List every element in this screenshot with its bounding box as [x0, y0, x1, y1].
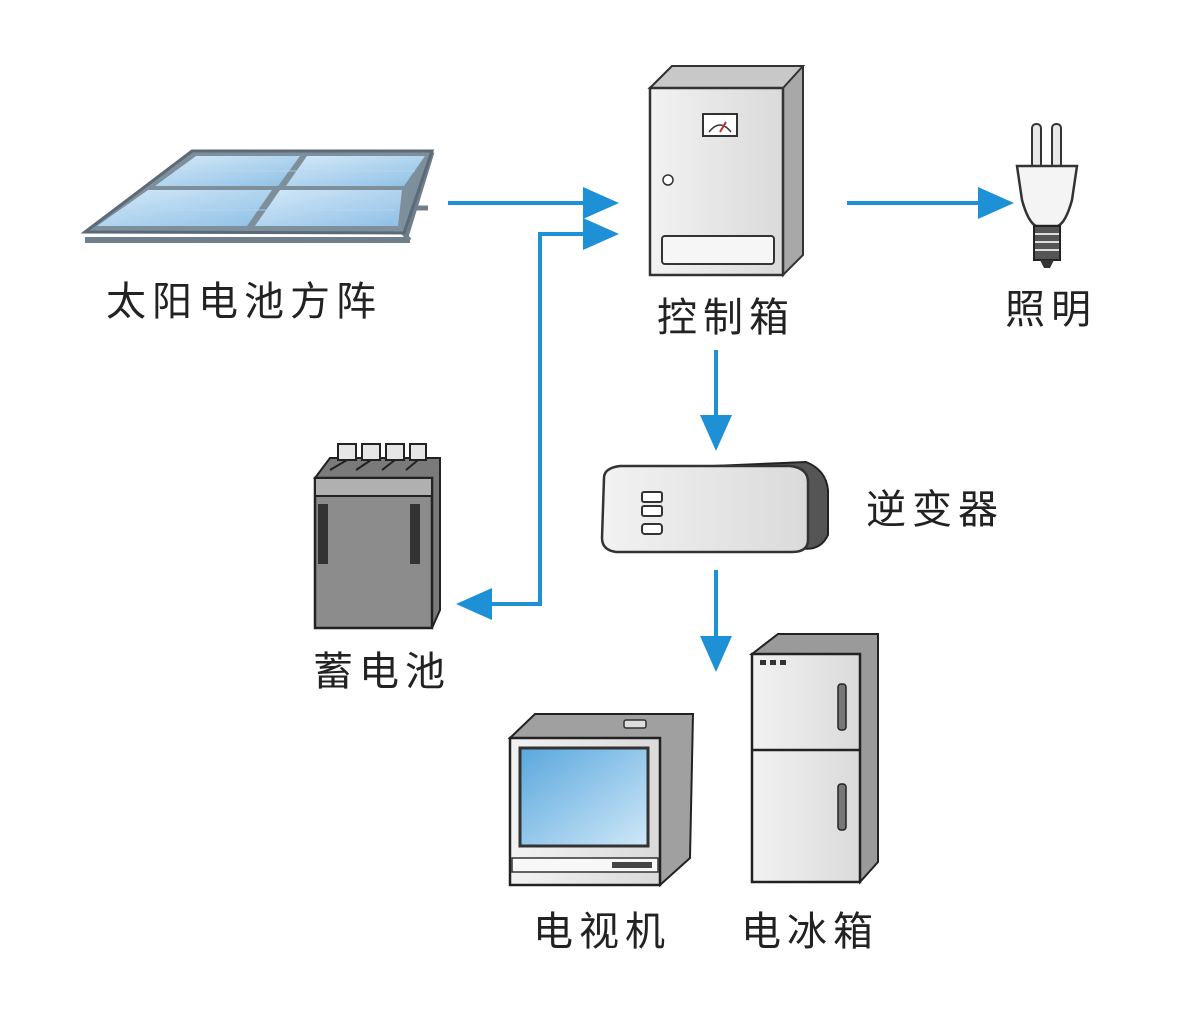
light-plug-icon [1015, 123, 1079, 268]
controller-label: 控制箱 [657, 295, 795, 341]
fridge-label: 电冰箱 [741, 909, 879, 955]
inverter-label: 逆变器 [866, 487, 1004, 533]
fridge-icon [749, 633, 879, 885]
battery-icon [313, 443, 441, 630]
flow-arrows [448, 187, 1014, 672]
arrow-battery-to-controller [538, 218, 619, 560]
battery-label: 蓄电池 [313, 649, 451, 695]
tv-label: 电视机 [533, 909, 671, 955]
inverter-icon [600, 460, 829, 554]
arrow-controller-to-battery [456, 560, 542, 620]
tv-icon [507, 713, 695, 888]
solar-panel-icon [80, 149, 435, 243]
control-box-icon [647, 65, 806, 278]
lighting-label: 照明 [1005, 287, 1097, 333]
solar-array-label: 太阳电池方阵 [106, 279, 382, 325]
